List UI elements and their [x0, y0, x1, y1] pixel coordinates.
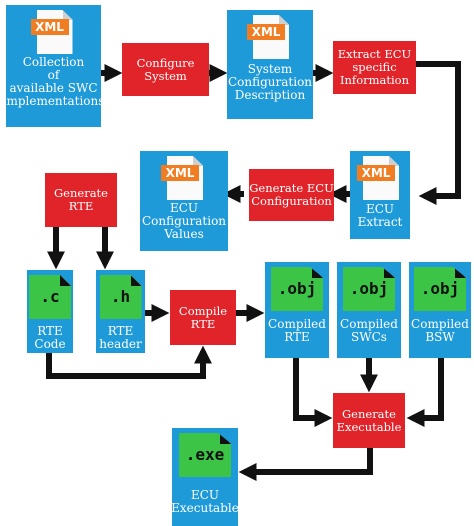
node-generate-executable: Generate Executable	[333, 393, 405, 448]
xml-file-icon: XML	[357, 156, 403, 200]
xml-file-icon: XML	[247, 15, 293, 59]
h-file-icon: .h	[99, 275, 142, 319]
node-label: Generate ECU Configuration	[249, 181, 334, 208]
node-system-configuration-description: XML System Configuration Description	[227, 10, 313, 119]
node-label: RTE header	[99, 324, 142, 351]
xml-file-icon: XML	[161, 156, 207, 200]
node-label: Compiled BSW	[411, 317, 469, 344]
node-ecu-configuration-values: XML ECU Configuration Values	[140, 151, 228, 251]
node-label: Compiled RTE	[268, 317, 326, 344]
node-compile-rte: Compile RTE	[170, 290, 236, 345]
edge-compiled-rte-to-generate-exe	[293, 358, 333, 427]
exe-file-icon: .exe	[179, 433, 231, 477]
edge-extract-to-ecu-extract	[416, 61, 461, 205]
node-rte-header: .h RTE header	[96, 270, 145, 353]
node-rte-code: .c RTE Code	[27, 270, 73, 353]
edge-compiled-bsw-to-generate-exe	[406, 358, 444, 427]
node-label: ECU Executable	[171, 488, 239, 515]
node-label: System Configuration Description	[227, 62, 313, 102]
obj-file-icon: .obj	[343, 267, 395, 311]
node-label: Extract ECU specific Information	[337, 47, 412, 87]
node-label: Generate RTE	[54, 186, 108, 213]
edge-rte-code-to-compile	[46, 345, 212, 379]
node-label: RTE Code	[34, 324, 66, 351]
node-label: Generate Executable	[336, 406, 402, 434]
node-generate-ecu-configuration: Generate ECU Configuration	[249, 169, 334, 221]
node-compiled-rte: .obj Compiled RTE	[265, 262, 329, 358]
node-compiled-bsw: .obj Compiled BSW	[409, 262, 471, 358]
node-generate-rte: Generate RTE	[45, 173, 117, 227]
node-swc-collection: XML Collection of available SWC implemen…	[3, 5, 104, 127]
node-label: Collection of available SWC implementati…	[2, 55, 105, 108]
node-label: Configure System	[136, 55, 195, 83]
edge-generate-exe-to-ecu-executable	[238, 448, 373, 481]
node-extract-ecu-info: Extract ECU specific Information	[333, 41, 416, 94]
node-label: Compile RTE	[178, 303, 228, 331]
node-label: ECU Extract	[357, 202, 403, 229]
node-configure-system: Configure System	[122, 43, 209, 96]
node-label: Compiled SWCs	[340, 317, 398, 344]
xml-file-icon: XML	[30, 10, 77, 54]
obj-file-icon: .obj	[414, 267, 466, 311]
c-file-icon: .c	[29, 275, 71, 319]
node-ecu-extract: XML ECU Extract	[350, 151, 410, 239]
node-compiled-swcs: .obj Compiled SWCs	[337, 262, 401, 358]
node-ecu-executable: .exe ECU Executable	[171, 428, 239, 526]
obj-file-icon: .obj	[271, 267, 323, 311]
node-label: ECU Configuration Values	[141, 201, 227, 241]
